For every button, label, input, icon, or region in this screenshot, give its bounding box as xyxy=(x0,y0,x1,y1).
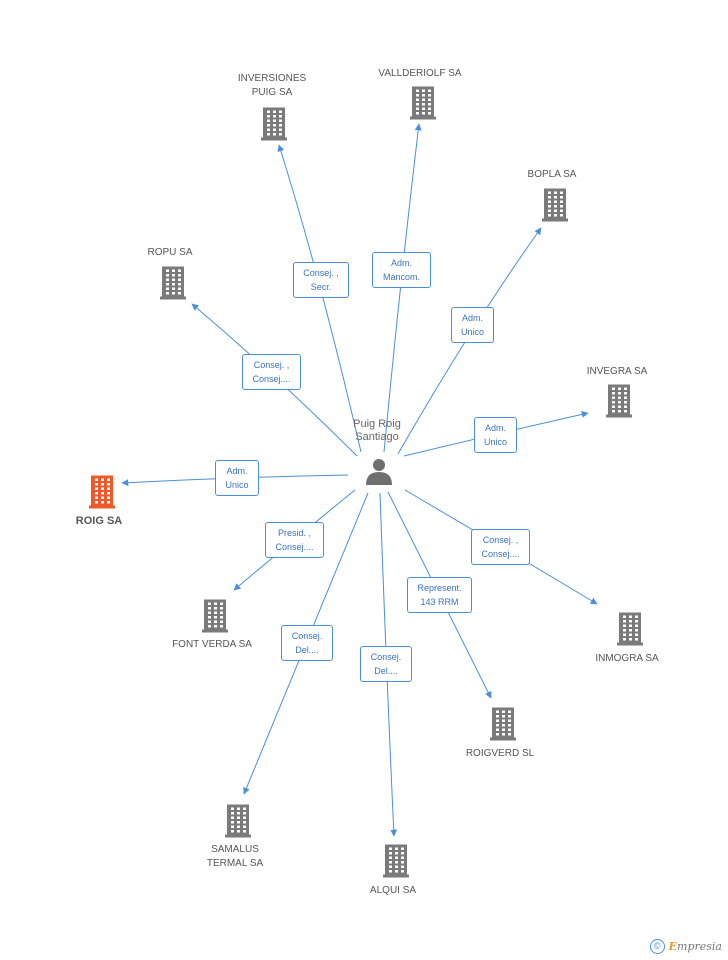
relation-label-roig[interactable]: Adm. Unico xyxy=(215,460,259,496)
relation-label-vallderiolf[interactable]: Adm. Mancom. xyxy=(372,252,431,288)
brand-logo: Empresia xyxy=(668,940,722,953)
relation-label-inversiones[interactable]: Consej. , Secr. xyxy=(293,262,349,298)
building-icon-ropu[interactable] xyxy=(160,266,186,300)
building-icon-roigverd[interactable] xyxy=(490,707,516,741)
building-icon-inversiones[interactable] xyxy=(261,107,287,141)
relation-edge-inversiones xyxy=(277,144,362,453)
person-icon[interactable] xyxy=(366,459,392,485)
building-icon-vallderiolf[interactable] xyxy=(410,86,436,120)
company-label-alqui[interactable]: ALQUI SA xyxy=(369,885,417,896)
relation-label-inmogra[interactable]: Consej. , Consej.... xyxy=(471,529,530,565)
relation-label-samalus[interactable]: Consej. Del.... xyxy=(281,625,333,661)
company-label-vallderiolf[interactable]: VALLDERIOLF SA xyxy=(378,68,462,79)
company-label-inversiones[interactable]: INVERSIONES PUIG SA xyxy=(237,73,307,98)
person-name-label[interactable]: Puig Roig Santiago xyxy=(353,418,401,443)
relation-edge-vallderiolf xyxy=(383,123,422,453)
relation-label-bopla[interactable]: Adm. Unico xyxy=(451,307,494,343)
company-label-ropu[interactable]: ROPU SA xyxy=(147,247,193,258)
company-label-inmogra[interactable]: INMOGRA SA xyxy=(595,653,659,664)
relation-label-fontverda[interactable]: Presid. , Consej.... xyxy=(265,522,324,558)
company-label-fontverda[interactable]: FONT VERDA SA xyxy=(172,639,252,650)
relation-label-alqui[interactable]: Consej. Del.... xyxy=(360,646,412,682)
company-label-roig[interactable]: ROIG SA xyxy=(75,515,123,527)
company-label-samalus[interactable]: SAMALUS TERMAL SA xyxy=(206,844,264,869)
company-label-bopla[interactable]: BOPLA SA xyxy=(527,169,577,180)
company-label-roigverd[interactable]: ROIGVERD SL xyxy=(465,748,535,759)
building-icon-roig[interactable] xyxy=(89,475,115,509)
building-icon-inmogra[interactable] xyxy=(617,612,643,646)
copyright-icon: © xyxy=(649,939,665,954)
footer-brand: © Empresia xyxy=(649,939,722,954)
building-icon-samalus[interactable] xyxy=(225,804,251,838)
building-icon-fontverda[interactable] xyxy=(202,599,228,633)
company-label-invegra[interactable]: INVEGRA SA xyxy=(586,366,648,377)
relation-label-invegra[interactable]: Adm. Unico xyxy=(474,417,517,453)
building-icon-invegra[interactable] xyxy=(606,384,632,418)
relation-label-roigverd[interactable]: Represent. 143 RRM xyxy=(407,577,472,613)
relation-label-ropu[interactable]: Consej. , Consej.... xyxy=(242,354,301,390)
building-icon-bopla[interactable] xyxy=(542,188,568,222)
building-icon-alqui[interactable] xyxy=(383,844,409,878)
